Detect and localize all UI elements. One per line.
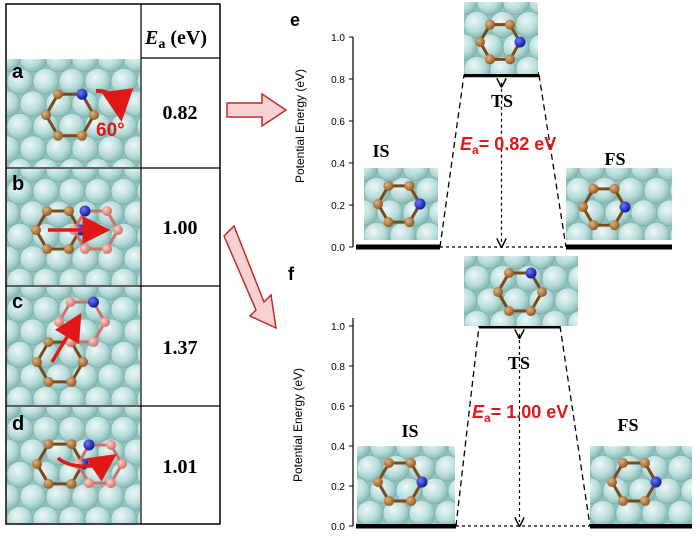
row-c-label: c [12,291,23,313]
panel-e-path-left [439,74,465,248]
panel-f-label: f [288,264,295,284]
table-frame [5,3,221,525]
panel-f-ts-label: TS [508,353,530,373]
row-d-structure [7,407,140,523]
panel-f-ylabel: Potential Energy (eV) [291,368,305,482]
panel-e-ts-label: TS [491,91,513,111]
panel-f-ts-structure [464,256,578,326]
panel-f-barrier: Ea= 1.00 eV [472,402,568,425]
panel_e-tick-label: 0.6 [331,117,345,128]
rotation-angle: 60° [96,120,125,141]
panel_f-tick-label: 0.6 [331,402,345,413]
panel_f-tick-label: 0.0 [331,522,345,532]
panel-e-label: e [290,10,300,30]
panel-f-fs-label: FS [617,415,638,435]
row-b-structure [7,169,140,285]
panel-e-is-structure [364,168,438,240]
panel-f: f Potential Energy (eV) 0.0 0.2 0.4 0.6 0.8 1… [288,256,692,533]
panel-e-barrier: Ea= 0.82 eV [460,134,556,157]
translation-arrow-c [50,312,82,363]
panel-e-path-right [538,74,567,248]
panel-f-path-left [455,325,480,527]
panel-e-is-label: IS [372,141,389,161]
panel-e-fs-structure [566,168,672,240]
row-a-label: a [12,61,24,83]
arrow-to-panel-f [223,224,277,330]
panel-e-ylabel: Potential Energy (eV) [293,69,307,183]
panel_e-tick-label: 0.0 [331,243,345,254]
arrow-to-panel-e [226,92,288,128]
panel_f-tick-label: 0.4 [331,442,345,453]
row-d-label: d [12,413,24,435]
panel-f-path-right [559,325,591,527]
panel-e-ts-structure [464,2,538,74]
panel-e-fs-label: FS [604,149,625,169]
row-d-value: 1.01 [163,456,198,478]
panel-f-is-label: IS [401,421,418,441]
panel_e-tick-label: 0.2 [331,201,345,212]
row-c-value: 1.37 [163,337,198,359]
ea-table: Ea (eV) 0.82 1.00 1.37 1.01 60° a b c d [5,3,221,525]
table-header: Ea (eV) [144,27,207,52]
row-b-value: 1.00 [163,217,198,239]
rotation-arrow [95,88,134,122]
panel-e: e Potential Energy (eV) 0.0 0.2 0.4 0.6 0.8 1… [290,2,672,254]
panel_e-tick-label: 0.4 [331,159,345,170]
panel_f-tick-label: 1.0 [331,322,345,333]
panel_f-tick-label: 0.8 [331,362,345,373]
panel_e-tick-label: 0.8 [331,75,345,86]
panel_f-tick-label: 0.2 [331,482,345,493]
row-a-value: 0.82 [163,102,198,124]
panel-f-fs-structure [590,446,692,524]
panel_e-tick-label: 1.0 [331,33,345,44]
panel-f-is-structure [357,446,455,524]
row-b-label: b [12,173,24,195]
rotation-arrow-d [56,454,117,482]
